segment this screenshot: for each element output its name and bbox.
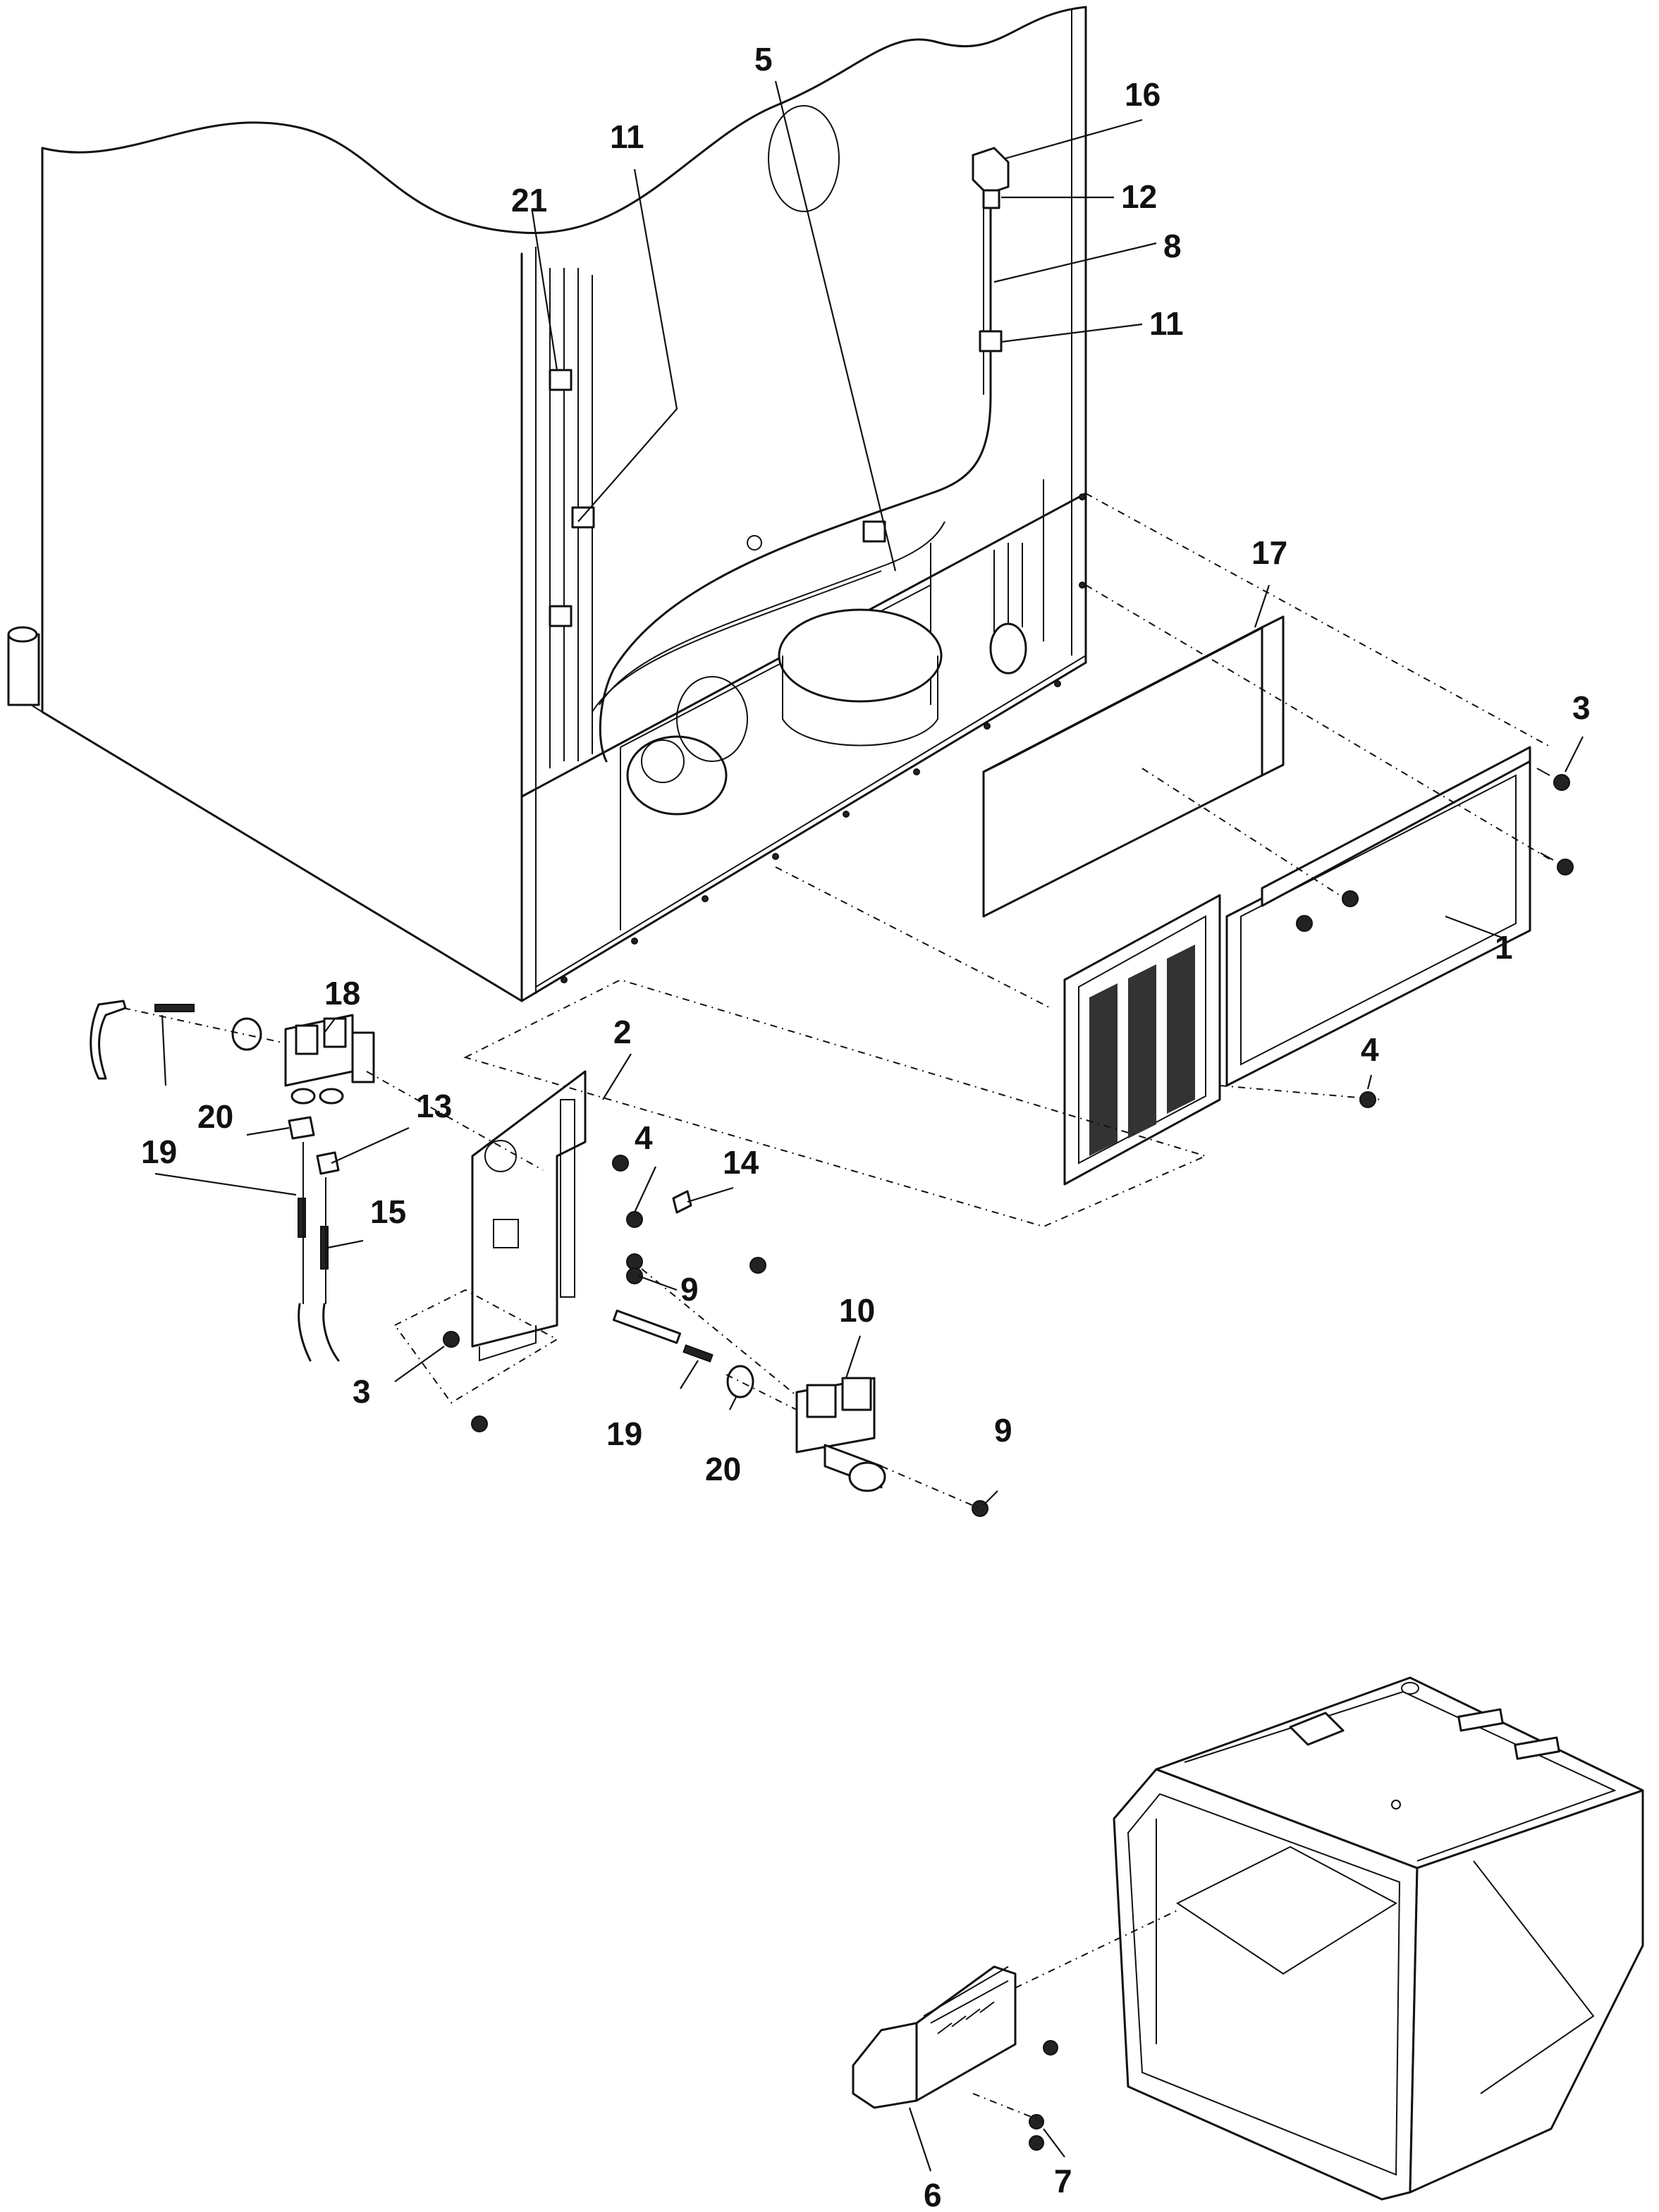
callout-1: 1 bbox=[1495, 929, 1513, 966]
valve-bracket-assembly bbox=[393, 978, 1208, 1517]
callout-5: 5 bbox=[754, 41, 773, 78]
refrigerator-cabinet bbox=[7, 6, 1087, 1002]
callout-3: 3 bbox=[353, 1373, 371, 1410]
callout-20: 20 bbox=[197, 1098, 233, 1135]
screw-3-top bbox=[1536, 768, 1570, 791]
callout-17: 17 bbox=[1251, 534, 1287, 571]
callout-3: 3 bbox=[1572, 689, 1591, 726]
callout-9: 9 bbox=[680, 1271, 699, 1308]
rear-access-panel bbox=[775, 493, 1552, 1186]
screw-icon bbox=[1342, 890, 1359, 907]
callout-8: 8 bbox=[1163, 228, 1182, 264]
callout-21: 21 bbox=[511, 182, 547, 219]
callout-6: 6 bbox=[924, 2177, 942, 2212]
callout-12: 12 bbox=[1121, 178, 1157, 215]
callout-19: 19 bbox=[606, 1415, 642, 1452]
callout-4: 4 bbox=[635, 1119, 653, 1156]
callout-11: 11 bbox=[1149, 305, 1184, 342]
callout-15: 15 bbox=[370, 1193, 406, 1230]
callout-19: 19 bbox=[141, 1133, 177, 1170]
ice-maker-fingers bbox=[937, 2001, 995, 2034]
leader-lines bbox=[154, 80, 1584, 2172]
callout-16: 16 bbox=[1125, 76, 1161, 113]
callout-10: 10 bbox=[839, 1292, 875, 1329]
screw-icon bbox=[1296, 915, 1313, 932]
callout-4: 4 bbox=[1361, 1031, 1379, 1068]
screw-group-rear bbox=[1296, 768, 1574, 1108]
callout-9: 9 bbox=[994, 1412, 1012, 1449]
callout-2: 2 bbox=[613, 1014, 632, 1050]
ice-compartment-assembly bbox=[852, 1676, 1644, 2201]
screw-3-lower bbox=[1540, 852, 1574, 875]
callout-labels: 1 2 3 3 4 4 5 6 7 8 9 9 10 11 11 12 13 1… bbox=[141, 41, 1591, 2212]
callout-14: 14 bbox=[723, 1144, 759, 1181]
screw-icon bbox=[1359, 1091, 1376, 1108]
callout-20: 20 bbox=[705, 1451, 741, 1487]
louver-vents bbox=[1089, 945, 1195, 1156]
callout-7: 7 bbox=[1054, 2163, 1072, 2199]
callout-13: 13 bbox=[416, 1088, 452, 1124]
callout-11: 11 bbox=[610, 118, 644, 155]
callout-18: 18 bbox=[324, 975, 360, 1012]
